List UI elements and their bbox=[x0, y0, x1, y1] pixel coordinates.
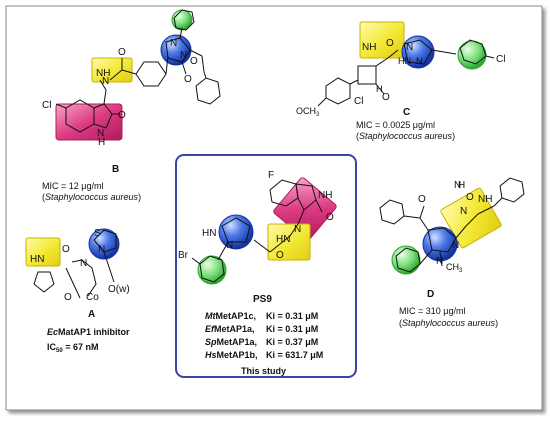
compound-ps9-label: PS9 bbox=[253, 294, 272, 305]
compound-c-caption: C MIC = 0.0025 μg/ml (Staphylococcus aur… bbox=[356, 107, 455, 141]
atom-n-c: N bbox=[416, 56, 423, 66]
atom-nh-d: NH bbox=[478, 194, 492, 205]
atom-n-top-d: N bbox=[454, 180, 461, 191]
atom-n-ps9: N bbox=[294, 224, 301, 235]
atom-n2-b: N bbox=[180, 50, 187, 61]
compound-c bbox=[317, 21, 495, 107]
compound-d-mic: MIC = 310 μg/ml bbox=[399, 306, 465, 316]
atom-o-indole-ps9: O bbox=[326, 212, 334, 223]
atom-co-a: Co bbox=[86, 292, 99, 303]
atom-nh-c: NH bbox=[362, 42, 376, 53]
compound-c-label: C bbox=[403, 107, 410, 118]
compound-b-mic: MIC = 12 μg/ml bbox=[42, 181, 103, 191]
atom-nh-indole-ps9: NH bbox=[318, 190, 332, 201]
compound-a-atoms: S N N HN O O Co O(w) bbox=[30, 228, 130, 303]
atom-o-c: O bbox=[386, 38, 394, 49]
atom-o2-d: O bbox=[466, 192, 474, 203]
compound-b-organism: (Staphylococcus aureus) bbox=[42, 192, 141, 202]
compound-b bbox=[55, 9, 221, 141]
atom-o-oxaz-b: O bbox=[190, 56, 198, 67]
atom-h-c: H bbox=[376, 84, 383, 94]
atom-o-indole-b: O bbox=[118, 110, 126, 121]
ki-row-sp: SpMetAP1a,Ki = 0.37 μM bbox=[205, 337, 318, 347]
atom-n-hn-d: N bbox=[460, 206, 467, 217]
green-highlight-ps9 bbox=[197, 255, 227, 285]
this-study-label: This study bbox=[241, 366, 286, 376]
yellow-highlight-d bbox=[440, 187, 502, 249]
atom-h-d: H bbox=[458, 180, 465, 191]
atom-cl-ring-c: Cl bbox=[496, 54, 505, 65]
atom-n1-b: N bbox=[170, 38, 177, 49]
yellow-highlight-c bbox=[359, 21, 405, 59]
atom-hn-c: HN bbox=[398, 56, 411, 66]
compound-d bbox=[379, 177, 525, 275]
compound-d-label: D bbox=[427, 289, 434, 300]
compound-b-caption: B MIC = 12 μg/ml (Staphylococcus aureus) bbox=[42, 164, 141, 202]
ki-row-mt: MtMetAP1c,Ki = 0.31 μM bbox=[205, 311, 318, 321]
yellow-highlight-a bbox=[25, 237, 61, 267]
atom-n-pyr-ps9: N bbox=[226, 240, 233, 251]
atom-f-ps9: F bbox=[268, 170, 274, 181]
atom-h-indole-b: H bbox=[98, 137, 105, 148]
atom-ow-a: O(w) bbox=[108, 284, 130, 295]
compound-ps9-caption: PS9 MtMetAP1c,Ki = 0.31 μM EfMetAP1a,Ki … bbox=[205, 294, 323, 376]
compound-ps9-atoms: F NH O N HN O HN N Br bbox=[178, 170, 334, 261]
atom-hn-link-ps9: HN bbox=[276, 234, 290, 245]
atom-cl-b: Cl bbox=[42, 100, 51, 111]
atom-n-pyr-c: N bbox=[406, 42, 413, 53]
atom-o-amide-ps9: O bbox=[276, 250, 284, 261]
compound-c-atoms: O NH N O HN N Cl OCH3 Cl H bbox=[296, 38, 505, 118]
atom-s-a: S bbox=[94, 228, 101, 239]
atom-och3-c: OCH3 bbox=[296, 106, 320, 118]
atom-o-amide-b: O bbox=[118, 47, 126, 58]
compound-b-label: B bbox=[112, 164, 119, 175]
atom-o-ring-b: O bbox=[184, 74, 192, 85]
ki-row-ef: EfMetAP1a,Ki = 0.31 μM bbox=[205, 324, 318, 334]
atom-n-ring-a: N bbox=[98, 244, 105, 255]
atom-hn-a: HN bbox=[30, 254, 44, 265]
atom-n-a: N bbox=[80, 258, 87, 269]
atom-ch3-d: CH3 bbox=[446, 262, 463, 274]
atom-n-d: N bbox=[452, 240, 459, 251]
atom-o2-a: O bbox=[64, 292, 72, 303]
blue-highlight-a bbox=[88, 228, 120, 260]
atom-n-indole-b: N bbox=[97, 128, 104, 139]
compound-a bbox=[25, 228, 120, 299]
magenta-highlight-b bbox=[55, 103, 123, 141]
blue-highlight-d bbox=[422, 226, 458, 262]
compound-a-inhibitor: EcMatAP1 inhibitor bbox=[47, 327, 130, 337]
compound-d-caption: D MIC = 310 μg/ml (Staphylococcus aureus… bbox=[399, 289, 498, 328]
compound-a-caption: A EcMatAP1 inhibitor IC50 = 67 nM bbox=[47, 309, 130, 354]
compound-c-mic: MIC = 0.0025 μg/ml bbox=[356, 120, 435, 130]
ki-row-hs: HsMetAP1b,Ki = 631.7 μM bbox=[205, 350, 323, 360]
compound-a-ic50: IC50 = 67 nM bbox=[47, 342, 98, 354]
atom-cl-c: Cl bbox=[354, 96, 363, 107]
atom-n-me-d: N bbox=[436, 256, 443, 267]
atom-br-ps9: Br bbox=[178, 250, 189, 261]
compound-c-organism: (Staphylococcus aureus) bbox=[356, 131, 455, 141]
atom-nh-b: NH bbox=[96, 68, 110, 79]
compound-d-atoms: O O H NH N N N CH3 N bbox=[418, 180, 492, 274]
atom-n-hydrazone-b: N bbox=[102, 76, 109, 87]
atom-o1-d: O bbox=[418, 194, 426, 205]
atom-hn-pyr-ps9: HN bbox=[202, 228, 216, 239]
compound-d-organism: (Staphylococcus aureus) bbox=[399, 318, 498, 328]
atom-o1-a: O bbox=[62, 244, 70, 255]
yellow-highlight-ps9 bbox=[267, 223, 311, 261]
compound-ps9 bbox=[191, 177, 337, 285]
ki-list: MtMetAP1c,Ki = 0.31 μM EfMetAP1a,Ki = 0.… bbox=[205, 311, 323, 360]
compound-a-label: A bbox=[88, 309, 95, 320]
atom-o-lactam-c: O bbox=[382, 92, 390, 103]
compound-b-atoms: Cl N H O N NH O N N O O bbox=[42, 38, 198, 148]
